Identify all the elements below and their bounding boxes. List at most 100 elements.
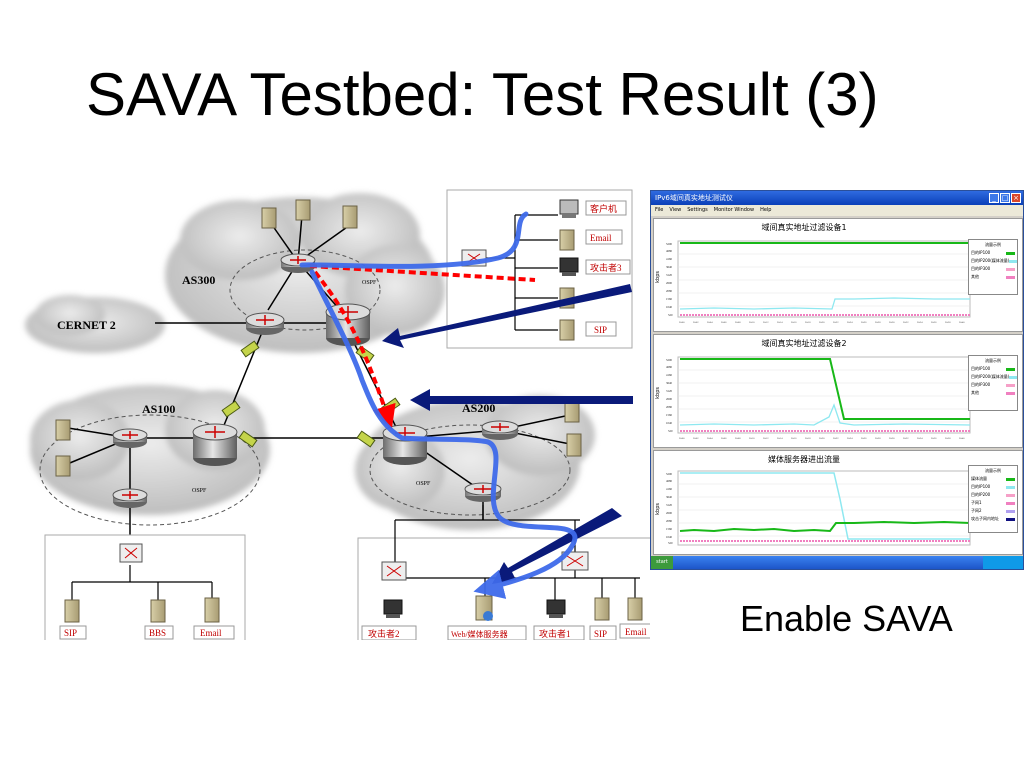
as200-host-labels: 攻击者2 Web/媒体服务器 攻击者1 SIP Email	[361, 623, 650, 640]
y-tick: 2600	[666, 281, 673, 285]
system-tray	[983, 556, 1023, 569]
menu-monitor-window[interactable]: Monitor Window	[713, 207, 755, 213]
chart-title: 媒体服务器进出流量	[768, 455, 840, 464]
x-tick: 30:24	[847, 321, 853, 324]
x-tick: 30:18	[805, 321, 811, 324]
right-panel-attacker-pc	[559, 257, 579, 276]
x-tick: 30:16	[791, 437, 797, 440]
minimize-button[interactable]: _	[989, 193, 999, 203]
chart-2-legend: 流量示例 目的IP100 目的IP200(媒体流量) 目的IP300 其他	[968, 355, 1018, 411]
as300-ospf-boundary	[229, 249, 381, 331]
y-tick: 4160	[666, 257, 673, 261]
x-tick: 30:34	[917, 321, 923, 324]
menu-view[interactable]: View	[669, 207, 682, 213]
attacker3-label: 攻击者3	[590, 262, 622, 273]
client-label: 客户机	[590, 203, 617, 214]
sava-filter-icon	[221, 400, 241, 418]
legend-item: 子网1	[969, 500, 1017, 506]
server-icon	[204, 597, 220, 623]
menu-settings[interactable]: Settings	[687, 207, 708, 213]
y-tick: 3120	[666, 389, 673, 393]
series-cyan	[680, 472, 970, 540]
x-tick: 30:32	[903, 321, 909, 324]
right-panel-client-pc	[559, 199, 579, 218]
chart-3-legend: 流量示例 媒体流量 目的IP100 目的IP200 子网1 子网2 攻击子网内地…	[968, 465, 1018, 533]
server-icon	[594, 597, 610, 621]
y-tick: 4160	[666, 487, 673, 491]
legend-item: 子网2	[969, 508, 1017, 514]
legend-item: 目的IP200	[969, 492, 1017, 498]
x-tick: 30:30	[889, 321, 895, 324]
web-media-server-label: Web/媒体服务器	[451, 629, 508, 639]
network-topology-diagram: AS300 CERNET 2 AS100 AS200 OSPF OSPF OSP…	[25, 189, 650, 640]
x-tick: 30:26	[861, 437, 867, 440]
x-tick: 30:20	[819, 321, 825, 324]
x-tick: 30:28	[875, 437, 881, 440]
attack-arrow-3	[492, 508, 622, 584]
app-titlebar[interactable]: IPv6域间真实地址测试仪 _ □ ×	[651, 191, 1023, 205]
monitoring-app-window[interactable]: IPv6域间真实地址测试仪 _ □ × File View Settings M…	[650, 190, 1024, 570]
x-tick-labels: 30:00 30:02 30:04 30:06 30:08 30:10 30:1…	[679, 437, 965, 440]
y-tick: 1040	[666, 421, 673, 425]
app-title: IPv6域间真实地址测试仪	[655, 194, 733, 202]
chart-panel-filter-device-1: 域间真实地址过滤设备1 kbps 5200 4680 4160 3640 312…	[653, 218, 1023, 332]
x-tick: 30:40	[959, 321, 965, 324]
x-tick: 30:34	[917, 437, 923, 440]
chart-panel-filter-device-2: 域间真实地址过滤设备2 kbps 5200 4680 4160 3640 312…	[653, 334, 1023, 448]
y-tick-labels: 5200 4680 4160 3640 3120 2600 2080 1560 …	[666, 472, 673, 545]
chart-1-legend: 流量示例 目的IP100 目的IP200(媒体流量) 目的IP300 其他	[968, 239, 1018, 295]
legend-item: 目的IP100	[969, 250, 1017, 256]
as200-attacker1-pc	[546, 599, 566, 618]
x-tick: 30:40	[959, 437, 965, 440]
y-tick: 4680	[666, 365, 673, 369]
y-tick: 3640	[666, 495, 673, 499]
menu-help[interactable]: Help	[760, 207, 772, 213]
y-tick: 1560	[666, 297, 673, 301]
y-tick: 1040	[666, 305, 673, 309]
y-tick: 2080	[666, 289, 673, 293]
legend-item: 目的IP200(媒体流量)	[969, 374, 1017, 380]
y-tick: 3640	[666, 381, 673, 385]
email-label: Email	[590, 233, 612, 243]
x-tick: 30:22	[833, 321, 839, 324]
server-icon	[261, 207, 277, 229]
attack-arrow-1	[382, 284, 632, 348]
y-tick: 5200	[666, 358, 673, 362]
legend-item: 目的IP300	[969, 382, 1017, 388]
x-tick: 30:06	[721, 321, 727, 324]
legend-title: 流量示例	[985, 358, 1001, 363]
x-tick: 30:12	[763, 437, 769, 440]
x-tick: 30:38	[945, 321, 951, 324]
as100-core-router	[192, 423, 238, 466]
y-tick: 1040	[666, 535, 673, 539]
attack-arrow-2	[410, 389, 633, 411]
legit-traffic-path	[299, 211, 578, 588]
as100-host-panel	[44, 534, 246, 640]
maximize-button[interactable]: □	[1000, 193, 1010, 203]
server-icon	[55, 419, 71, 441]
menu-file[interactable]: File	[655, 207, 664, 213]
x-tick: 30:10	[749, 437, 755, 440]
attack-path	[309, 264, 536, 430]
start-button[interactable]: start	[651, 556, 673, 569]
pc-icon	[559, 257, 579, 273]
sava-filter-icon	[240, 340, 260, 358]
chart-1-plot: 5200 4680 4160 3640 3120 2600 2080 1560 …	[666, 240, 971, 324]
y-tick: 1560	[666, 527, 673, 531]
series-cyan	[679, 297, 970, 310]
server-icon	[295, 199, 311, 221]
pc-icon	[559, 199, 579, 215]
server-icon	[566, 433, 582, 457]
x-tick: 30:18	[805, 437, 811, 440]
x-tick: 30:00	[679, 321, 685, 324]
y-tick: 3640	[666, 265, 673, 269]
x-tick: 30:06	[721, 437, 727, 440]
pc-icon	[383, 599, 403, 615]
x-tick-labels: 30:00 30:02 30:04 30:06 30:08 30:10 30:1…	[679, 321, 965, 324]
close-button[interactable]: ×	[1011, 193, 1021, 203]
y-tick: 3120	[666, 273, 673, 277]
as100-host-labels: SIP BBS Email	[59, 625, 235, 640]
x-tick: 30:38	[945, 437, 951, 440]
y-tick: 4680	[666, 249, 673, 253]
sip-label: SIP	[594, 325, 607, 335]
